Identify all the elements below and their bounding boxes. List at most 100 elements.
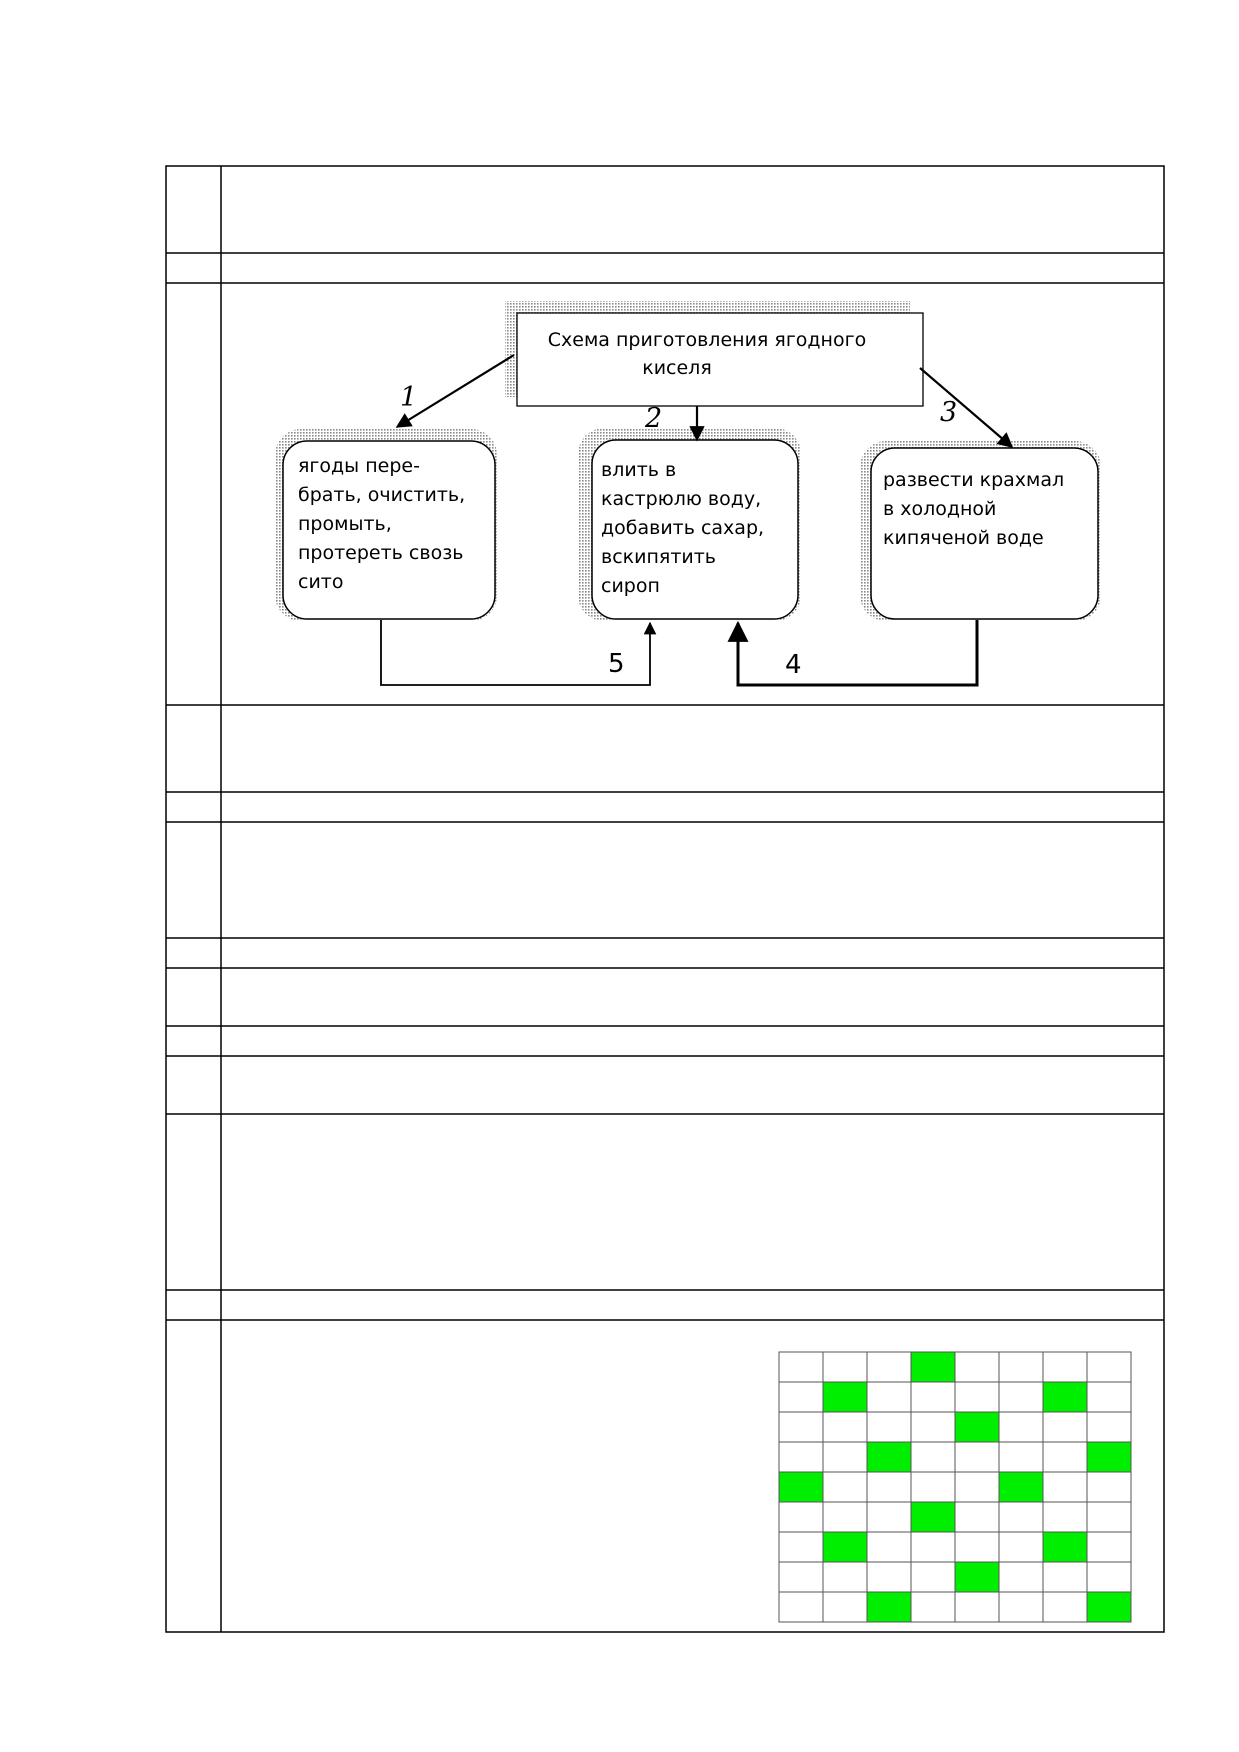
grid-cell bbox=[1086, 1501, 1132, 1533]
grid-cell bbox=[910, 1381, 956, 1413]
grid-cell bbox=[954, 1471, 1000, 1503]
grid-cell bbox=[778, 1411, 824, 1443]
grid-cell bbox=[1042, 1351, 1088, 1383]
grid-cell-filled bbox=[998, 1471, 1044, 1503]
grid-cell bbox=[822, 1561, 868, 1593]
grid-cell bbox=[778, 1501, 824, 1533]
grid-cell bbox=[910, 1441, 956, 1473]
grid-cell bbox=[910, 1411, 956, 1443]
grid-cell bbox=[1042, 1561, 1088, 1593]
step-box-2: влить в кастрюлю воду, добавить сахар, в… bbox=[578, 428, 801, 621]
grid-cell bbox=[866, 1501, 912, 1533]
arrow-5 bbox=[380, 620, 657, 686]
grid-cell bbox=[822, 1351, 868, 1383]
arrow-label-4: 4 bbox=[785, 650, 802, 680]
grid-cell bbox=[822, 1441, 868, 1473]
grid-cell bbox=[954, 1531, 1000, 1563]
box-3-line-2: в холодной bbox=[883, 498, 996, 520]
grid-cell bbox=[1042, 1501, 1088, 1533]
grid-cell bbox=[954, 1441, 1000, 1473]
grid-cell bbox=[822, 1501, 868, 1533]
grid-cell bbox=[866, 1381, 912, 1413]
grid-cell-filled bbox=[910, 1501, 956, 1533]
grid-cell bbox=[954, 1591, 1000, 1623]
grid-cell bbox=[866, 1561, 912, 1593]
grid-cell bbox=[998, 1561, 1044, 1593]
box-3-line-3: кипяченой воде bbox=[883, 527, 1044, 549]
step-box-1: ягоды пере- брать, очистить, промыть, пр… bbox=[275, 429, 497, 621]
arrow-label-3: 3 bbox=[940, 397, 957, 428]
grid-cell bbox=[822, 1471, 868, 1503]
grid-cell bbox=[998, 1381, 1044, 1413]
box-2-line-3: добавить сахар, bbox=[601, 517, 764, 539]
title-line-2: киселя bbox=[642, 357, 712, 379]
grid-cell bbox=[1042, 1411, 1088, 1443]
grid-cell bbox=[998, 1501, 1044, 1533]
grid-cell bbox=[778, 1351, 824, 1383]
grid-cell-filled bbox=[1042, 1531, 1088, 1563]
grid-cell bbox=[1086, 1561, 1132, 1593]
grid-cell-filled bbox=[866, 1441, 912, 1473]
box-3-line-1: развести крахмал bbox=[883, 469, 1064, 491]
grid-cell-filled bbox=[822, 1531, 868, 1563]
grid-cell bbox=[778, 1531, 824, 1563]
arrow-1 bbox=[395, 354, 515, 428]
grid-cell bbox=[910, 1471, 956, 1503]
grid-cell bbox=[778, 1381, 824, 1413]
box-1-line-1: ягоды пере- bbox=[298, 455, 420, 477]
grid-cell bbox=[910, 1531, 956, 1563]
grid-cell bbox=[822, 1591, 868, 1623]
grid-cell bbox=[866, 1411, 912, 1443]
grid-cell bbox=[998, 1591, 1044, 1623]
grid-cell-filled bbox=[954, 1561, 1000, 1593]
grid-cell-filled bbox=[1086, 1441, 1132, 1473]
box-1-line-5: сито bbox=[298, 571, 344, 593]
grid-cell-filled bbox=[954, 1411, 1000, 1443]
grid-cell bbox=[866, 1531, 912, 1563]
grid-cell bbox=[954, 1501, 1000, 1533]
grid-cell bbox=[866, 1471, 912, 1503]
box-1-line-3: промыть, bbox=[298, 513, 392, 535]
grid-cell bbox=[778, 1561, 824, 1593]
grid-cell bbox=[778, 1441, 824, 1473]
grid-cell bbox=[1042, 1441, 1088, 1473]
grid-cell bbox=[998, 1351, 1044, 1383]
grid-cell bbox=[998, 1531, 1044, 1563]
box-1-line-4: протереть свозь bbox=[298, 542, 464, 564]
arrow-label-2: 2 bbox=[644, 403, 662, 434]
grid-cell-filled bbox=[1086, 1591, 1132, 1623]
grid-cell bbox=[998, 1411, 1044, 1443]
grid-cell bbox=[1042, 1591, 1088, 1623]
grid-cell-filled bbox=[778, 1471, 824, 1503]
grid-cell-filled bbox=[822, 1381, 868, 1413]
grid-cell-filled bbox=[866, 1591, 912, 1623]
grid-cell bbox=[1086, 1471, 1132, 1503]
grid-cell-filled bbox=[910, 1351, 956, 1383]
box-2-line-2: кастрюлю воду, bbox=[601, 488, 761, 510]
box-2-line-1: влить в bbox=[601, 459, 676, 481]
box-2-line-5: сироп bbox=[601, 575, 660, 597]
grid-cell-filled bbox=[1042, 1381, 1088, 1413]
grid-cell bbox=[998, 1441, 1044, 1473]
grid-cell bbox=[1086, 1411, 1132, 1443]
title-line-1: Схема приготовления ягодного bbox=[548, 329, 866, 351]
grid-cell bbox=[866, 1351, 912, 1383]
box-1-line-2: брать, очистить, bbox=[298, 484, 465, 506]
arrow-4 bbox=[727, 620, 979, 687]
grid-cell bbox=[954, 1381, 1000, 1413]
arrow-label-5: 5 bbox=[608, 649, 625, 679]
arrow-3 bbox=[919, 367, 1014, 449]
table-border bbox=[165, 165, 1165, 1633]
grid-cell bbox=[1042, 1471, 1088, 1503]
grid-cell bbox=[910, 1561, 956, 1593]
grid-cell bbox=[778, 1591, 824, 1623]
box-2-line-4: вскипятить bbox=[601, 546, 716, 568]
grid-cell bbox=[1086, 1381, 1132, 1413]
grid-cell bbox=[1086, 1531, 1132, 1563]
row-dividers bbox=[166, 252, 1164, 1321]
arrow-label-1: 1 bbox=[400, 382, 417, 413]
title-box: Схема приготовления ягодного киселя bbox=[505, 301, 924, 407]
